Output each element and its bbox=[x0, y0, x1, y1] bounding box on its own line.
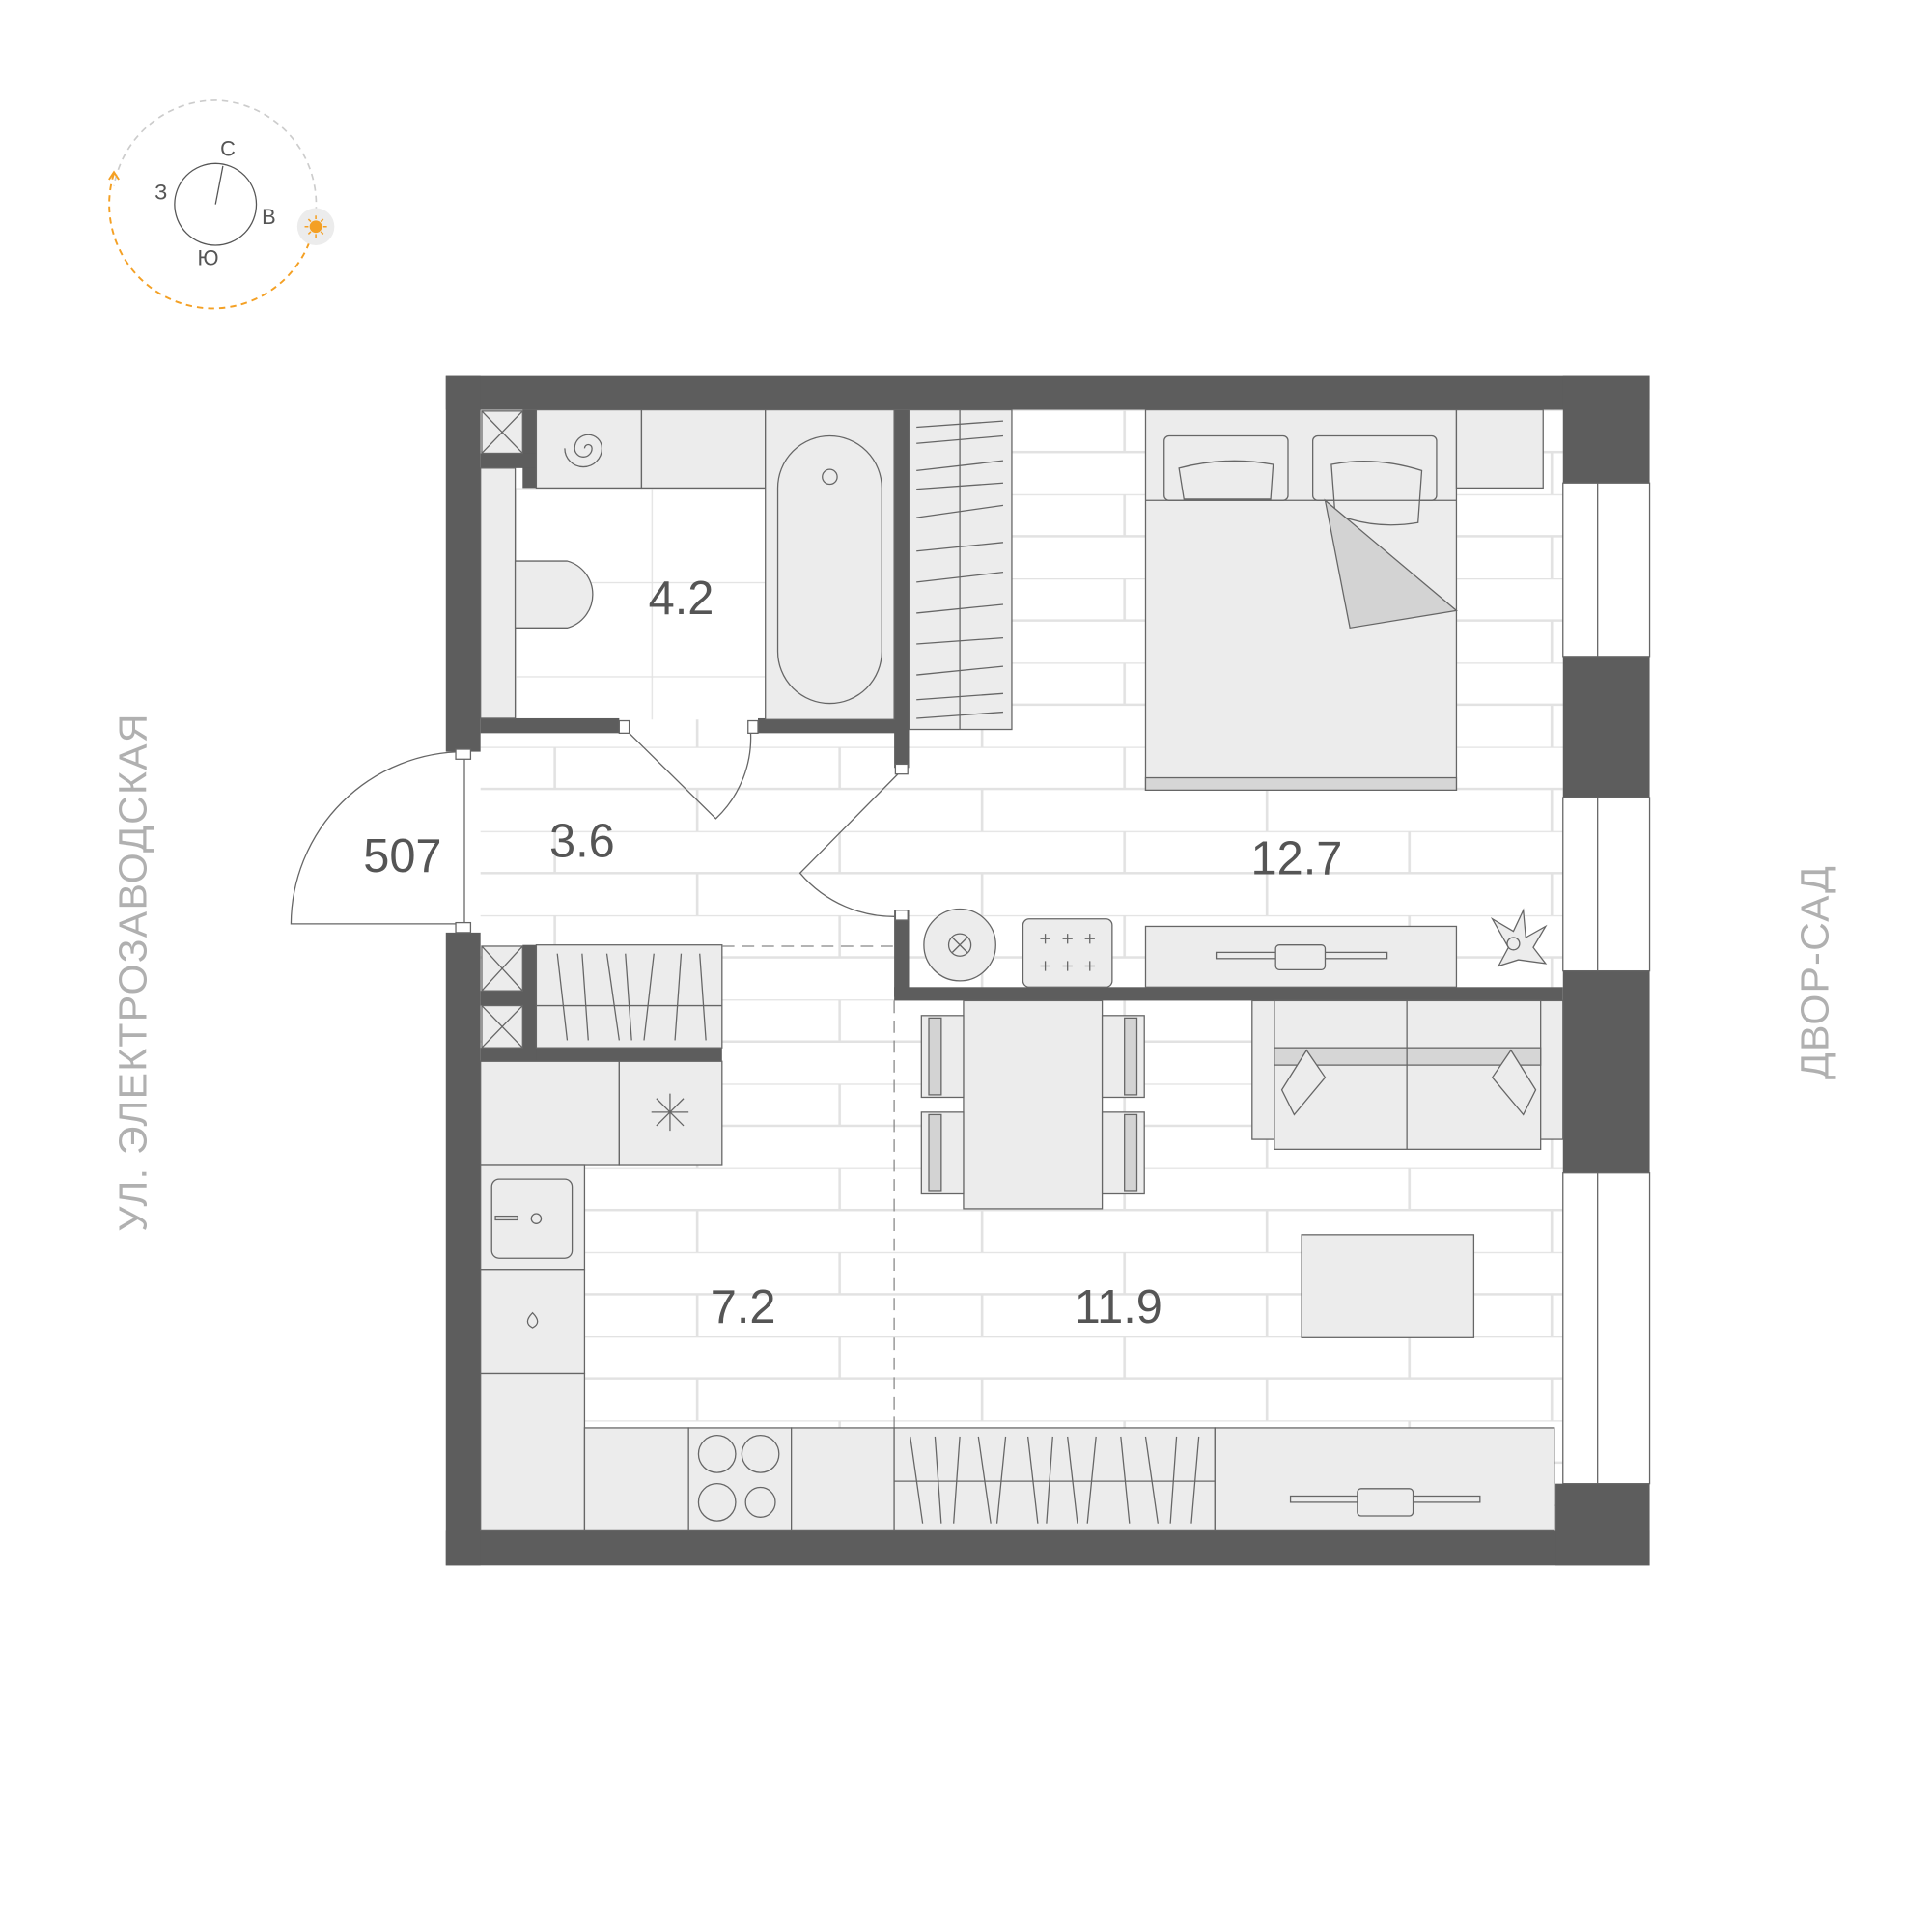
compass: С З В Ю bbox=[108, 99, 335, 310]
wardrobe-bottom bbox=[893, 1427, 1216, 1532]
chairs bbox=[920, 1015, 1145, 1195]
compass-east: В bbox=[262, 205, 276, 229]
drain-icon bbox=[822, 468, 838, 486]
compass-west: З bbox=[154, 181, 167, 205]
coffee-table bbox=[1301, 1234, 1475, 1338]
bed bbox=[1144, 408, 1544, 791]
stove bbox=[687, 1427, 793, 1532]
area-bathroom: 4.2 bbox=[649, 573, 714, 625]
dining-table bbox=[963, 999, 1104, 1210]
nightstand bbox=[1455, 408, 1544, 490]
toilet bbox=[514, 560, 594, 629]
bathroom-door bbox=[625, 729, 752, 820]
compass-orbit bbox=[113, 99, 318, 213]
bathroom-shelf bbox=[480, 467, 517, 719]
windows bbox=[1562, 482, 1651, 1485]
compass-south: Ю bbox=[197, 245, 218, 269]
washing-machine bbox=[640, 408, 767, 490]
entrance-door bbox=[290, 750, 465, 925]
bathroom-fixtures bbox=[480, 408, 895, 720]
sun-icon bbox=[296, 208, 335, 245]
sun-path bbox=[108, 173, 311, 310]
compass-needle bbox=[214, 165, 224, 205]
ottoman bbox=[1022, 918, 1113, 988]
bedroom-furniture bbox=[923, 908, 1548, 988]
kitchen-fixtures bbox=[480, 944, 895, 1532]
doors bbox=[290, 719, 909, 934]
area-living-room: 11.9 bbox=[1075, 1281, 1162, 1333]
water-heater bbox=[535, 408, 643, 490]
bedroom-door bbox=[798, 770, 901, 917]
apartment-number: 507 bbox=[363, 830, 441, 882]
street-label-left: УЛ. ЭЛЕКТРОЗАВОДСКАЯ bbox=[110, 713, 154, 1231]
compass-dial bbox=[174, 162, 258, 246]
plant-icon bbox=[1490, 908, 1548, 967]
street-label-right: ДВОР-САД bbox=[1792, 865, 1836, 1079]
walls bbox=[445, 375, 1650, 1566]
sofa bbox=[1251, 999, 1564, 1150]
dishwasher bbox=[480, 1269, 586, 1375]
arrow-icon bbox=[108, 170, 120, 181]
bathtub-basin bbox=[776, 434, 882, 705]
area-hallway: 3.6 bbox=[549, 816, 615, 868]
living-furniture bbox=[893, 999, 1564, 1532]
ventilation-shaft-icon bbox=[481, 410, 523, 1049]
compass-north: С bbox=[220, 137, 236, 161]
spiral-icon bbox=[564, 434, 603, 468]
kitchen-cabinet bbox=[535, 944, 723, 1049]
area-bedroom: 12.7 bbox=[1251, 833, 1343, 885]
area-kitchen: 7.2 bbox=[711, 1281, 776, 1333]
wardrobe bbox=[908, 408, 1013, 731]
